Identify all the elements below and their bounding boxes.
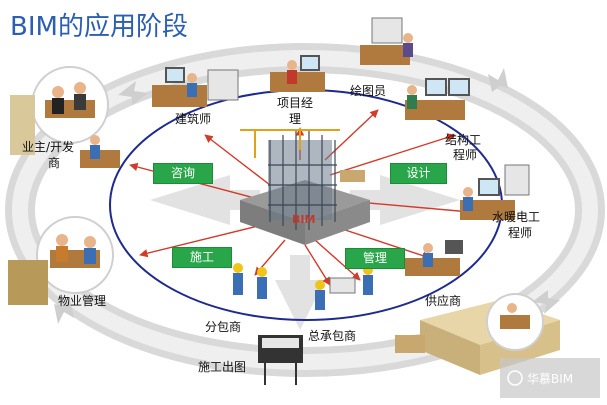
phase-box-design: 设计 [390, 163, 447, 184]
label-supplier: 供应商 [425, 294, 462, 308]
drafter-workstation-icon [360, 17, 413, 65]
label-mep-engineer-2: 程师 [508, 226, 533, 240]
structural-engineer-workstation-icon [405, 78, 470, 120]
watermark-backdrop [500, 358, 600, 398]
label-architect: 建筑师 [175, 112, 212, 126]
wechat-icon [507, 370, 523, 386]
page-title: BIM的应用阶段 [10, 12, 188, 42]
label-drafter: 绘图员 [350, 84, 387, 98]
label-shop-drawing: 施工出图 [198, 360, 247, 374]
architect-workstation-icon [152, 67, 239, 107]
phase-box-consult: 咨询 [153, 163, 213, 184]
watermark-text: 华慕BIM [527, 372, 574, 386]
phase-box-construct: 施工 [172, 247, 232, 268]
label-owner-developer-2: 商 [48, 156, 61, 170]
label-property-management: 物业管理 [58, 294, 107, 308]
ring-arrow-icon [488, 68, 508, 92]
label-general-contractor: 总承包商 [308, 329, 357, 343]
subcontractor-workers-icon [233, 263, 267, 299]
general-contractor-workers-icon [315, 265, 373, 310]
property-management-icon [8, 216, 114, 305]
label-project-manager-2: 理 [289, 112, 302, 126]
ring-arrow-icon [118, 81, 148, 105]
owner-developer-icon [10, 66, 120, 168]
ring-arrow-icon [532, 290, 560, 314]
building-under-construction [240, 128, 370, 245]
mep-engineer-workstation-icon [460, 164, 530, 220]
label-subcontractor: 分包商 [205, 320, 242, 334]
plotter-icon [258, 335, 303, 385]
ring-arrow-icon [54, 300, 74, 324]
label-structural-engineer-1: 结构工 [445, 133, 482, 147]
supplier-workstation-icon [405, 240, 463, 276]
label-structural-engineer-2: 程师 [453, 148, 478, 162]
bim-center-label: BIM [292, 213, 316, 226]
label-owner-developer-1: 业主/开发 [22, 140, 75, 154]
label-project-manager-1: 项目经 [277, 96, 314, 110]
project-manager-workstation-icon [270, 55, 325, 92]
phase-box-manage: 管理 [345, 248, 405, 269]
inner-arrows [150, 175, 460, 330]
label-mep-engineer-1: 水暖电工 [492, 210, 541, 224]
